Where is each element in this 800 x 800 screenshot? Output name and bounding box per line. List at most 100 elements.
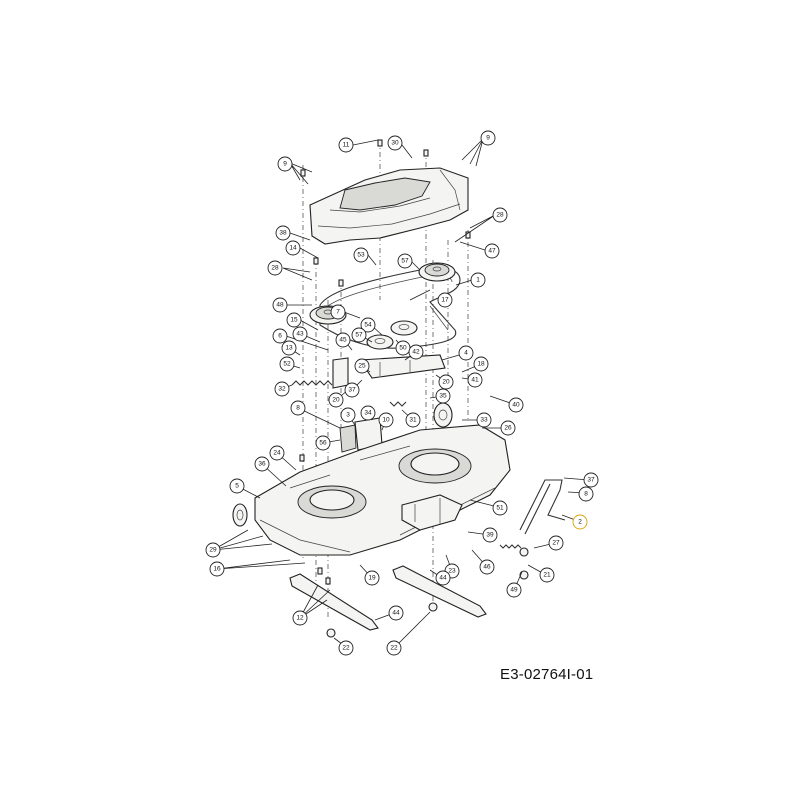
svg-text:45: 45 <box>339 337 347 344</box>
pulley-right <box>418 262 456 282</box>
callout-30: 30 <box>387 135 403 151</box>
tension-spring <box>291 380 407 407</box>
svg-text:48: 48 <box>276 302 284 309</box>
svg-text:28: 28 <box>496 212 504 219</box>
svg-text:29: 29 <box>209 547 217 554</box>
callout-38: 38 <box>275 225 291 241</box>
svg-text:22: 22 <box>390 645 398 652</box>
callouts: 11 30 9 9 28 38 47 14 53 57 28 1 48 17 7… <box>205 130 599 656</box>
svg-text:49: 49 <box>510 587 518 594</box>
hardware-bolts <box>299 139 529 638</box>
callout-41: 41 <box>467 372 483 388</box>
svg-text:16: 16 <box>213 566 221 573</box>
callout-17: 17 <box>437 292 453 308</box>
svg-text:42: 42 <box>412 349 420 356</box>
callout-35: 35 <box>435 388 451 404</box>
callout-56: 56 <box>315 435 331 451</box>
svg-text:9: 9 <box>283 161 287 168</box>
blade-right <box>392 565 487 618</box>
callout-22-right: 22 <box>386 640 402 656</box>
callout-37-right: 37 <box>583 472 599 488</box>
callout-28-left: 28 <box>267 260 283 276</box>
svg-text:34: 34 <box>364 410 372 417</box>
svg-text:52: 52 <box>283 361 291 368</box>
callout-9-top-left: 9 <box>277 156 293 172</box>
svg-text:33: 33 <box>480 417 488 424</box>
callout-34: 34 <box>360 405 376 421</box>
callout-18: 18 <box>473 356 489 372</box>
callout-8-right: 8 <box>578 486 594 502</box>
callout-31: 31 <box>405 412 421 428</box>
svg-text:25: 25 <box>358 363 366 370</box>
svg-text:15: 15 <box>290 317 298 324</box>
callout-7: 7 <box>330 304 346 320</box>
callout-21: 21 <box>539 567 555 583</box>
svg-text:9: 9 <box>486 135 490 142</box>
callout-32: 32 <box>274 381 290 397</box>
svg-text:31: 31 <box>409 417 417 424</box>
callout-20-center: 20 <box>328 392 344 408</box>
svg-text:20: 20 <box>442 379 450 386</box>
svg-text:23: 23 <box>448 568 456 575</box>
belt-cover <box>309 167 469 245</box>
svg-text:50: 50 <box>399 345 407 352</box>
svg-text:53: 53 <box>357 252 365 259</box>
callout-29: 29 <box>205 542 221 558</box>
callout-44-right: 44 <box>435 570 451 586</box>
svg-text:35: 35 <box>439 393 447 400</box>
callout-33: 33 <box>476 412 492 428</box>
callout-24: 24 <box>269 445 285 461</box>
svg-text:43: 43 <box>296 331 304 338</box>
svg-text:46: 46 <box>483 564 491 571</box>
callout-19: 19 <box>364 570 380 586</box>
deck-gauge-wheel <box>232 503 248 527</box>
svg-text:40: 40 <box>512 402 520 409</box>
idler-pulley-upper <box>390 320 418 336</box>
callout-49: 49 <box>506 582 522 598</box>
svg-text:54: 54 <box>364 322 372 329</box>
svg-text:10: 10 <box>382 417 390 424</box>
svg-text:26: 26 <box>504 425 512 432</box>
callout-39: 39 <box>482 527 498 543</box>
idler-pulley-lower <box>366 334 394 350</box>
deck-gauge-wheel-right <box>433 402 453 428</box>
callout-16: 16 <box>209 561 225 577</box>
callout-5: 5 <box>229 478 245 494</box>
callout-54: 54 <box>360 317 376 333</box>
callout-44-left: 44 <box>388 605 404 621</box>
callout-28-top: 28 <box>492 207 508 223</box>
callout-2-highlighted: 2 <box>572 514 588 530</box>
callout-47: 47 <box>484 243 500 259</box>
callout-46: 46 <box>479 559 495 575</box>
svg-text:36: 36 <box>258 461 266 468</box>
svg-text:57: 57 <box>401 258 409 265</box>
deck-lift-rod <box>499 479 566 557</box>
svg-text:20: 20 <box>332 397 340 404</box>
callout-15: 15 <box>286 312 302 328</box>
callout-45: 45 <box>335 332 351 348</box>
svg-text:24: 24 <box>273 450 281 457</box>
blade-left <box>289 573 379 631</box>
callout-50: 50 <box>395 340 411 356</box>
svg-text:22: 22 <box>342 645 350 652</box>
callout-43: 43 <box>292 326 308 342</box>
callout-51: 51 <box>492 500 508 516</box>
callout-26: 26 <box>500 420 516 436</box>
svg-text:1: 1 <box>476 277 480 284</box>
svg-text:12: 12 <box>296 615 304 622</box>
callout-8-left: 8 <box>290 400 306 416</box>
svg-text:7: 7 <box>336 309 340 316</box>
svg-text:8: 8 <box>584 491 588 498</box>
svg-text:2: 2 <box>578 519 582 526</box>
svg-text:51: 51 <box>496 505 504 512</box>
svg-text:4: 4 <box>464 350 468 357</box>
callout-53: 53 <box>353 247 369 263</box>
callout-6: 6 <box>272 328 288 344</box>
svg-text:37: 37 <box>587 477 595 484</box>
svg-text:8: 8 <box>296 405 300 412</box>
callout-22-left: 22 <box>338 640 354 656</box>
callout-40: 40 <box>508 397 524 413</box>
svg-text:56: 56 <box>319 440 327 447</box>
callout-4: 4 <box>458 345 474 361</box>
